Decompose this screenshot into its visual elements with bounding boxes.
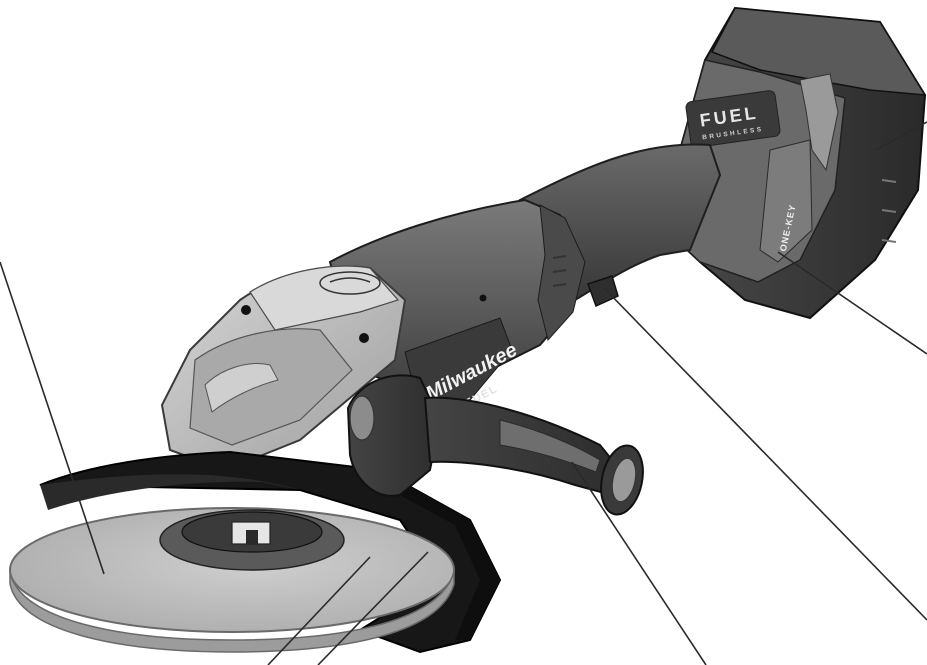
battery-rib	[881, 179, 897, 183]
guard-and-wheel	[9, 450, 502, 654]
callout-line-paddle-switch	[603, 287, 927, 621]
battery-release-tab	[799, 73, 839, 172]
gear-housing-recess	[189, 328, 353, 446]
callout-line-side-handle	[571, 461, 707, 665]
guard-edge	[372, 470, 500, 640]
callout-line-guard-wheel	[0, 261, 105, 575]
gear-housing-top	[249, 265, 400, 331]
callout-lines	[0, 121, 927, 665]
rotation-arrow-icon	[329, 277, 371, 283]
battery-rib	[881, 209, 897, 213]
paddle-switch	[587, 275, 619, 308]
motor-vent	[552, 269, 567, 273]
callout-line-guard	[317, 551, 429, 665]
motor-vent	[552, 255, 567, 259]
guard-release-notch	[246, 530, 258, 544]
callout-line-fuel-gauge	[777, 251, 927, 355]
side-handle-thread	[349, 395, 375, 441]
motor-screw	[479, 294, 487, 302]
battery-pack: FUEL BRUSHLESS ONE-KEY	[666, 6, 927, 320]
battery-top-face	[710, 7, 927, 96]
gear-housing	[160, 265, 407, 472]
guard-rim	[40, 474, 300, 510]
battery-latch-panel	[759, 139, 813, 263]
housing-screw	[359, 333, 369, 343]
side-handle-end-cap-inner	[611, 457, 637, 503]
rotation-badge	[319, 271, 381, 295]
callout-line-battery	[875, 121, 927, 151]
wheel-edge	[9, 571, 455, 653]
motor-vent	[552, 283, 567, 287]
callout-line-wheel	[267, 556, 371, 665]
motor-band	[537, 204, 586, 342]
battery-fuel-badge	[685, 90, 781, 148]
spindle-lock-button	[204, 363, 279, 413]
battery-rib	[881, 239, 897, 243]
side-handle-grip-insert	[499, 419, 601, 473]
side-handle	[346, 374, 644, 516]
housing-screw	[241, 305, 251, 315]
